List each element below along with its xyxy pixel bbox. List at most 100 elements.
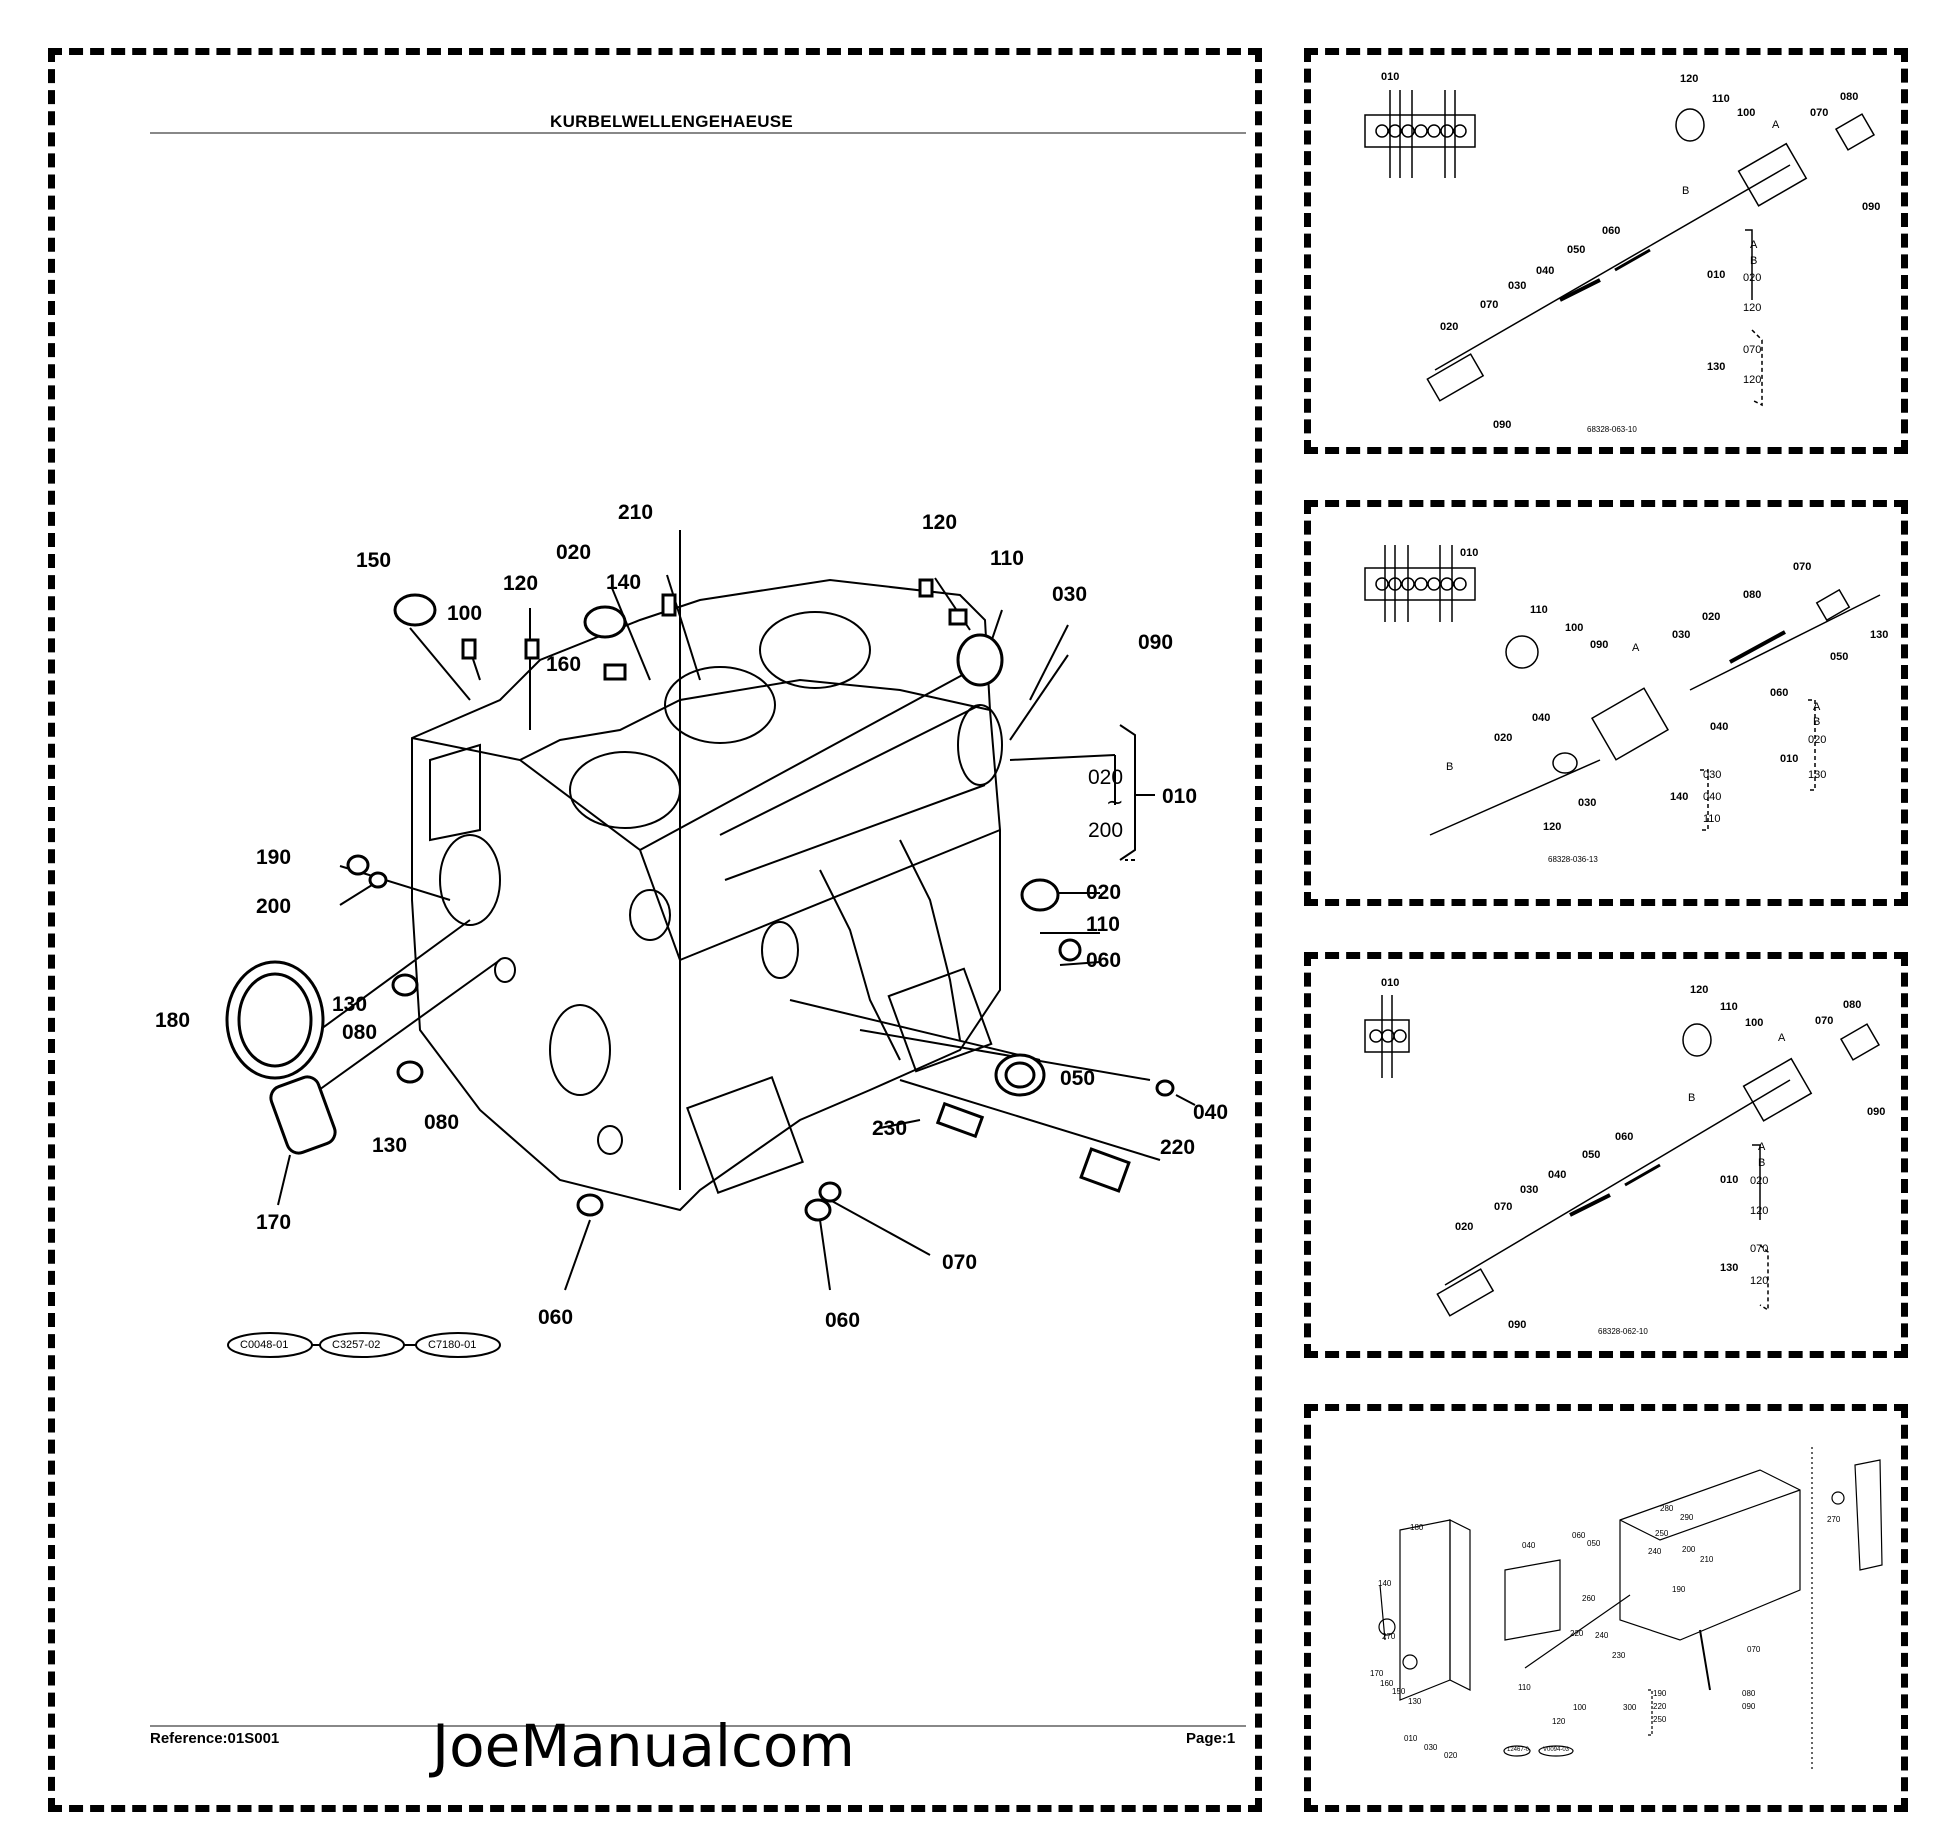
t3-090-right: 090 [1867, 1106, 1886, 1118]
callout-130-upper: 130 [332, 993, 368, 1016]
t2-140-side: 140 [1670, 791, 1689, 803]
title-rule [150, 132, 1246, 134]
callout-130-lower: 130 [372, 1134, 408, 1157]
t3-070-left: 070 [1494, 1201, 1513, 1213]
t3-stack-b: B [1758, 1157, 1766, 1169]
t1-code: 68328-063-10 [1587, 425, 1637, 434]
t3-stack2-a: 070 [1750, 1243, 1769, 1255]
t1-050: 050 [1567, 244, 1586, 256]
t3-letter-a: A [1778, 1032, 1786, 1044]
t3-stack1-a: 020 [1750, 1175, 1769, 1187]
thumbnail-4[interactable] [1304, 1404, 1908, 1812]
t3-070: 070 [1815, 1015, 1834, 1027]
t2-letter-a: A [1632, 642, 1640, 654]
t4-210: 210 [1700, 1555, 1714, 1564]
t3-020: 020 [1455, 1221, 1474, 1233]
t3-110: 110 [1720, 1001, 1738, 1013]
t1-120: 120 [1680, 73, 1699, 85]
t4-270-left: 270 [1382, 1632, 1396, 1641]
t4-290: 290 [1680, 1513, 1694, 1522]
callout-120-left: 120 [503, 572, 539, 595]
t2-130: 130 [1870, 629, 1889, 641]
t1-stack-a: A [1750, 239, 1758, 251]
t4-190: 190 [1672, 1585, 1686, 1594]
t3-010-side: 010 [1720, 1174, 1739, 1186]
t3-stack-a: A [1758, 1141, 1766, 1153]
t3-080: 080 [1843, 999, 1862, 1011]
t2-120: 120 [1543, 821, 1562, 833]
callout-180: 180 [155, 1009, 191, 1032]
t2-020-upper: 020 [1702, 611, 1721, 623]
range-tilde: ∼ [1106, 791, 1124, 814]
callout-110-right: 110 [1086, 913, 1120, 936]
callout-060-left: 060 [538, 1306, 574, 1329]
watermark-text: JoeManualcom [432, 1712, 855, 1780]
t4-020: 020 [1444, 1751, 1458, 1760]
t1-letter-b: B [1682, 185, 1690, 197]
t4-240-lower: 240 [1595, 1631, 1609, 1640]
t4-090: 090 [1742, 1702, 1756, 1711]
callout-160: 160 [546, 653, 582, 676]
t2-stack2-b: 040 [1703, 791, 1722, 803]
t1-stack2-a: 070 [1743, 344, 1762, 356]
callout-170: 170 [256, 1211, 292, 1234]
t2-110: 110 [1530, 604, 1548, 616]
t3-stack1-b: 120 [1750, 1205, 1769, 1217]
t4-code-2: V0094-03 [1543, 1747, 1570, 1753]
t1-090-bottom: 090 [1493, 419, 1512, 431]
t1-060: 060 [1602, 225, 1621, 237]
t2-020-left: 020 [1494, 732, 1513, 744]
callout-200: 200 [256, 895, 292, 918]
t1-090-right: 090 [1862, 201, 1881, 213]
t4-160: 160 [1380, 1679, 1394, 1688]
t4-230: 230 [1612, 1651, 1626, 1660]
t4-070: 070 [1747, 1645, 1761, 1654]
t2-letter-b: B [1446, 761, 1454, 773]
page-title: KURBELWELLENGEHAEUSE [550, 112, 794, 131]
main-diagram-frame [48, 48, 1262, 1812]
t1-stack-b: B [1750, 255, 1758, 267]
t4-180: 180 [1410, 1523, 1424, 1532]
range-end: 200 [1088, 819, 1124, 842]
t4-030: 030 [1424, 1743, 1438, 1752]
callout-040: 040 [1193, 1101, 1229, 1124]
range-start: 020 [1088, 766, 1124, 789]
t3-010: 010 [1381, 977, 1400, 989]
t4-220: 220 [1570, 1629, 1584, 1638]
t4-080: 080 [1742, 1689, 1756, 1698]
t2-060: 060 [1770, 687, 1789, 699]
reference-label: Reference:01S001 [150, 1730, 280, 1747]
t1-stack1-b: 120 [1743, 302, 1762, 314]
t3-120: 120 [1690, 984, 1709, 996]
t4-300: 300 [1623, 1703, 1637, 1712]
t2-040-left: 040 [1532, 712, 1551, 724]
t1-070-left: 070 [1480, 299, 1499, 311]
t2-stack1-b: 130 [1808, 769, 1827, 781]
t2-090: 090 [1590, 639, 1609, 651]
t2-080: 080 [1743, 589, 1762, 601]
t2-040-right: 040 [1710, 721, 1729, 733]
callout-150: 150 [356, 549, 392, 572]
t2-030-upper: 030 [1672, 629, 1691, 641]
t2-070: 070 [1793, 561, 1812, 573]
callout-020-right: 020 [1086, 881, 1122, 904]
t3-stack2-b: 120 [1750, 1275, 1769, 1287]
t1-letter-a: A [1772, 119, 1780, 131]
t1-110: 110 [1712, 93, 1730, 105]
t4-130: 130 [1408, 1697, 1422, 1706]
callout-100: 100 [447, 602, 483, 625]
t1-070: 070 [1810, 107, 1829, 119]
t1-010-side: 010 [1707, 269, 1726, 281]
t4-150: 150 [1392, 1687, 1406, 1696]
t3-letter-b: B [1688, 1092, 1696, 1104]
t1-010: 010 [1381, 71, 1400, 83]
callout-140: 140 [606, 571, 642, 594]
t2-030-left: 030 [1578, 797, 1597, 809]
t3-code: 68328-062-10 [1598, 1327, 1648, 1336]
t1-020: 020 [1440, 321, 1459, 333]
t4-280: 280 [1660, 1504, 1674, 1513]
code-2: C3257-02 [332, 1339, 381, 1351]
t3-060: 060 [1615, 1131, 1634, 1143]
